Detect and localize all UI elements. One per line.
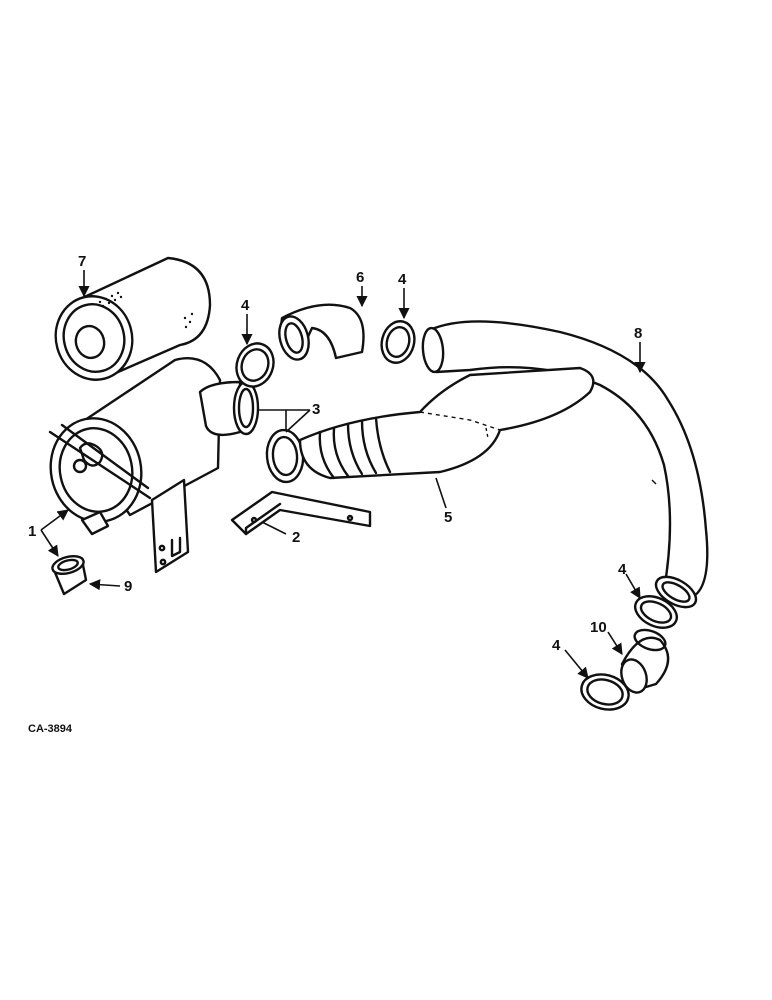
- diagram-code: CA-3894: [28, 723, 73, 735]
- clamp-part: [265, 428, 305, 484]
- callout-10: 10: [590, 619, 607, 636]
- callout-4b: 4: [398, 271, 407, 288]
- filter-element-part: [54, 256, 212, 381]
- elbow-hose-part: [278, 303, 365, 361]
- callout-4d: 4: [552, 637, 561, 654]
- elbow-part: [620, 628, 670, 694]
- hose-clamp-part-d: [580, 673, 630, 711]
- callout-1: 1: [28, 523, 36, 540]
- callout-4c: 4: [618, 561, 627, 578]
- hose-clamp-part-b: [380, 320, 416, 364]
- callout-6: 6: [356, 269, 364, 286]
- air-cleaner-part: [48, 357, 260, 574]
- callout-3: 3: [312, 401, 320, 418]
- callout-5: 5: [444, 509, 452, 526]
- intake-tube-part: [298, 366, 595, 480]
- callout-labels: 7 4 6 4 8 3 1 2 5 9 4 10 4: [28, 253, 642, 654]
- callout-9: 9: [124, 578, 132, 595]
- callout-7: 7: [78, 253, 86, 270]
- callout-4a: 4: [241, 297, 250, 314]
- hose-clamp-part-a: [235, 342, 275, 388]
- unloader-valve-part: [51, 555, 88, 596]
- callout-2: 2: [292, 529, 300, 546]
- leader-lines: [40, 270, 646, 679]
- hose-clamp-part-c: [634, 595, 678, 629]
- air-tube-part: [421, 320, 709, 609]
- bracket-part: [230, 490, 372, 536]
- callout-8: 8: [634, 325, 642, 342]
